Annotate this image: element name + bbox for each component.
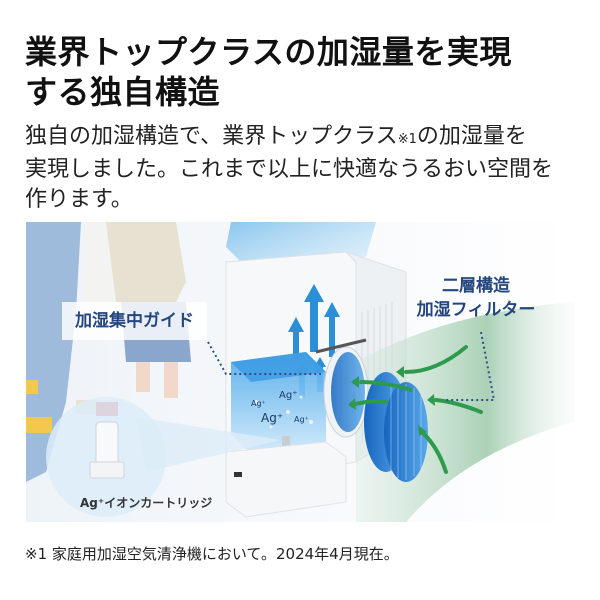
- ag-mark: Ag⁺: [251, 399, 266, 408]
- label-dual-layer-filter: 二層構造 加湿フィルター: [406, 274, 546, 322]
- product-illustration: Ag⁺ Ag⁺ Ag⁺ Ag⁺: [26, 222, 574, 522]
- label-ag-cartridge: Ag⁺イオンカートリッジ: [80, 496, 213, 510]
- filter-arrows: [354, 345, 483, 474]
- child-shirt: [106, 222, 186, 302]
- page-title: 業界トップクラスの加湿量を実現 する独自構造: [25, 32, 585, 112]
- description-line-3: 作ります。: [25, 187, 133, 212]
- footnote-marker: ※1: [397, 132, 417, 147]
- description: 独自の加湿構造で、業界トップクラス※1の加湿量を 実現しました。これまで以上に快…: [25, 122, 590, 215]
- description-line-1-end: の加湿量を: [416, 124, 527, 149]
- footnote: ※1 家庭用加湿空気清浄機において。2024年4月現在。: [25, 545, 399, 563]
- description-line-1: 独自の加湿構造で、業界トップクラス: [25, 124, 398, 149]
- ag-mark: Ag⁺: [279, 390, 297, 401]
- ag-mark: Ag⁺: [294, 415, 309, 424]
- ag-mark: Ag⁺: [261, 411, 283, 425]
- title-line-1: 業界トップクラスの加湿量を実現: [25, 33, 512, 71]
- title-line-2: する独自構造: [25, 73, 221, 111]
- label-humidify-guide: 加湿集中ガイド: [62, 302, 207, 340]
- label-filter-line-1: 二層構造: [442, 276, 510, 296]
- illustration-graphic: Ag⁺ Ag⁺ Ag⁺ Ag⁺: [26, 222, 574, 522]
- description-line-2: 実現しました。これまで以上に快適なうるおい空間を: [25, 157, 554, 182]
- cartridge-icon: [95, 421, 119, 468]
- guide-lines: [207, 331, 496, 401]
- label-filter-line-2: 加湿フィルター: [416, 300, 536, 320]
